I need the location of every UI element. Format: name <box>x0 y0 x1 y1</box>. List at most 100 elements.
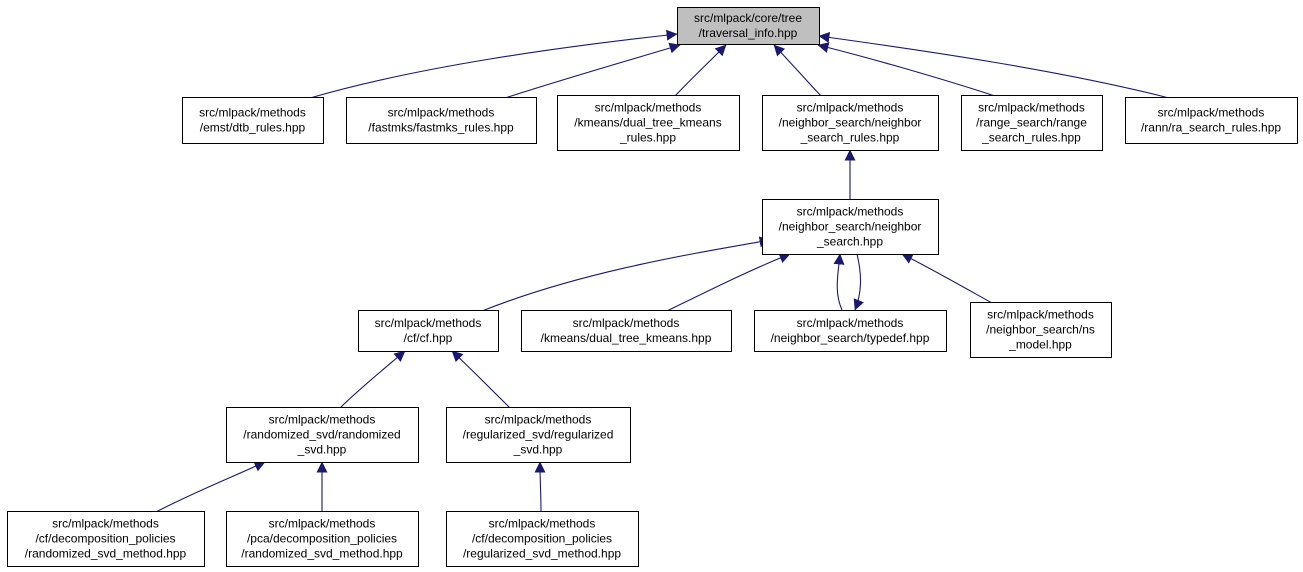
node-label-line: /kmeans/dual_tree_kmeans.hpp <box>541 331 712 345</box>
node-label-line: _svd.hpp <box>297 443 347 457</box>
edge-arrow <box>155 461 266 513</box>
edge-ra_search_rules-to-root <box>818 31 1170 99</box>
edge-arrow <box>674 44 727 97</box>
node-box <box>358 310 499 352</box>
node-label-line: src/mlpack/methods <box>797 316 904 330</box>
node-box <box>346 97 537 144</box>
node-root: src/mlpack/core/tree/traversal_info.hpp <box>677 7 820 45</box>
edge-randomized_svd-to-cf <box>339 350 406 409</box>
edge-arrow <box>853 253 864 311</box>
node-label-line: src/mlpack/methods <box>269 413 376 427</box>
node-cf[interactable]: src/mlpack/methods/cf/cf.hpp <box>358 310 499 352</box>
node-dual-tree-kmeans[interactable]: src/mlpack/methods/kmeans/dual_tree_kmea… <box>521 310 732 352</box>
node-label-line: src/mlpack/core/tree <box>694 11 802 25</box>
edge-neighbor_search-to-typedef <box>853 253 864 311</box>
node-label-line: _search_rules.hpp <box>800 131 900 145</box>
edge-arrow <box>481 236 771 312</box>
edge-arrow <box>451 350 511 409</box>
node-label-line: src/mlpack/methods <box>485 413 592 427</box>
node-box <box>970 302 1112 358</box>
node-box <box>1125 97 1298 144</box>
node-label-line: src/mlpack/methods <box>797 101 904 115</box>
node-label-line: /randomized_svd_method.hpp <box>25 547 187 561</box>
node-regularized-svd[interactable]: src/mlpack/methods/regularized_svd/regul… <box>446 407 631 463</box>
node-label-line: /fastmks/fastmks_rules.hpp <box>368 121 514 135</box>
node-ns-model[interactable]: src/mlpack/methods/neighbor_search/ns_mo… <box>970 302 1112 358</box>
node-label-line: /rann/ra_search_rules.hpp <box>1141 121 1281 135</box>
node-label-line: src/mlpack/methods <box>388 106 495 120</box>
edge-neighbor_search_rules-to-root <box>773 44 822 97</box>
node-label-line: /randomized_svd_method.hpp <box>241 547 403 561</box>
node-randomized-svd[interactable]: src/mlpack/methods/randomized_svd/random… <box>226 407 419 463</box>
edge-cf_randomized_svd_method-to-randomized_svd <box>155 461 266 513</box>
node-box <box>226 511 419 567</box>
node-label-line: /neighbor_search/neighbor <box>779 116 922 130</box>
node-label-line: /pca/decomposition_policies <box>247 532 397 546</box>
node-cf-randomized-svd-method[interactable]: src/mlpack/methods/cf/decomposition_poli… <box>7 511 205 567</box>
edge-arrow <box>339 350 406 409</box>
node-neighbor-search[interactable]: src/mlpack/methods/neighbor_search/neigh… <box>762 199 939 255</box>
node-label-line: /neighbor_search/neighbor <box>779 220 922 234</box>
edge-cf-to-neighbor_search <box>481 236 771 312</box>
node-label-line: /regularized_svd_method.hpp <box>463 547 621 561</box>
edge-arrow <box>818 31 1170 99</box>
edge-arrow <box>309 29 678 99</box>
node-dual-tree-kmeans-rules[interactable]: src/mlpack/methods/kmeans/dual_tree_kmea… <box>557 95 740 151</box>
edge-range_search_rules-to-root <box>817 42 996 97</box>
node-box <box>557 95 740 151</box>
node-label-line: src/mlpack/methods <box>797 205 904 219</box>
node-label-line: src/mlpack/methods <box>199 106 306 120</box>
node-label-line: /cf/decomposition_policies <box>35 532 175 546</box>
node-typedef[interactable]: src/mlpack/methods/neighbor_search/typed… <box>754 310 947 352</box>
edge-arrow <box>901 253 993 304</box>
node-box <box>446 511 639 567</box>
node-dtb-rules[interactable]: src/mlpack/methods/emst/dtb_rules.hpp <box>182 97 324 144</box>
node-label-line: src/mlpack/methods <box>595 101 702 115</box>
node-box <box>521 310 732 352</box>
node-box <box>7 511 205 567</box>
node-label-line: src/mlpack/methods <box>375 316 482 330</box>
node-label-line: /regularized_svd/regularized <box>463 428 614 442</box>
node-label-line: _model.hpp <box>1008 338 1072 352</box>
node-box <box>226 407 419 463</box>
node-label-line: src/mlpack/methods <box>978 101 1085 115</box>
node-ra-search-rules[interactable]: src/mlpack/methods/rann/ra_search_rules.… <box>1125 97 1298 144</box>
node-label-line: /cf/decomposition_policies <box>472 532 612 546</box>
node-neighbor-search-rules[interactable]: src/mlpack/methods/neighbor_search/neigh… <box>762 95 939 151</box>
edge-arrow <box>534 461 546 512</box>
edge-arrow <box>501 42 681 100</box>
edge-dual_tree_kmeans_rules-to-root <box>674 44 727 97</box>
edge-arrow <box>773 44 822 97</box>
node-label-line: /emst/dtb_rules.hpp <box>200 121 306 135</box>
node-label-line: _search.hpp <box>816 235 883 249</box>
node-label-line: /randomized_svd/randomized <box>243 428 400 442</box>
node-box <box>446 407 631 463</box>
node-label-line: _rules.hpp <box>619 131 676 145</box>
edge-arrow <box>666 252 791 312</box>
edge-dual_tree_kmeans-to-neighbor_search <box>666 252 791 312</box>
node-label-line: /neighbor_search/ns <box>986 323 1095 337</box>
edge-fastmks_rules-to-root <box>501 42 681 100</box>
node-label-line: _search_rules.hpp <box>981 131 1081 145</box>
edge-cf_regularized_svd_method-to-regularized_svd <box>534 461 546 512</box>
node-label-line: src/mlpack/methods <box>987 308 1094 322</box>
node-label-line: /cf/cf.hpp <box>404 331 453 345</box>
node-label-line: src/mlpack/methods <box>1158 106 1265 120</box>
node-box <box>961 95 1103 151</box>
node-box <box>182 97 324 144</box>
node-box <box>762 199 939 255</box>
node-box <box>754 310 947 352</box>
node-label-line: /range_search/range <box>976 116 1087 130</box>
node-fastmks-rules[interactable]: src/mlpack/methods/fastmks/fastmks_rules… <box>346 97 537 144</box>
edge-dtb_rules-to-root <box>309 29 678 99</box>
node-pca-randomized-svd-method[interactable]: src/mlpack/methods/pca/decomposition_pol… <box>226 511 419 567</box>
node-box <box>762 95 939 151</box>
node-label-line: src/mlpack/methods <box>52 517 159 531</box>
node-label-line: _svd.hpp <box>513 443 563 457</box>
node-cf-regularized-svd-method[interactable]: src/mlpack/methods/cf/decomposition_poli… <box>446 511 639 567</box>
node-box <box>677 7 820 45</box>
edge-arrow <box>833 253 845 311</box>
node-label-line: /neighbor_search/typedef.hpp <box>771 331 930 345</box>
node-range-search-rules[interactable]: src/mlpack/methods/range_search/range_se… <box>961 95 1103 151</box>
